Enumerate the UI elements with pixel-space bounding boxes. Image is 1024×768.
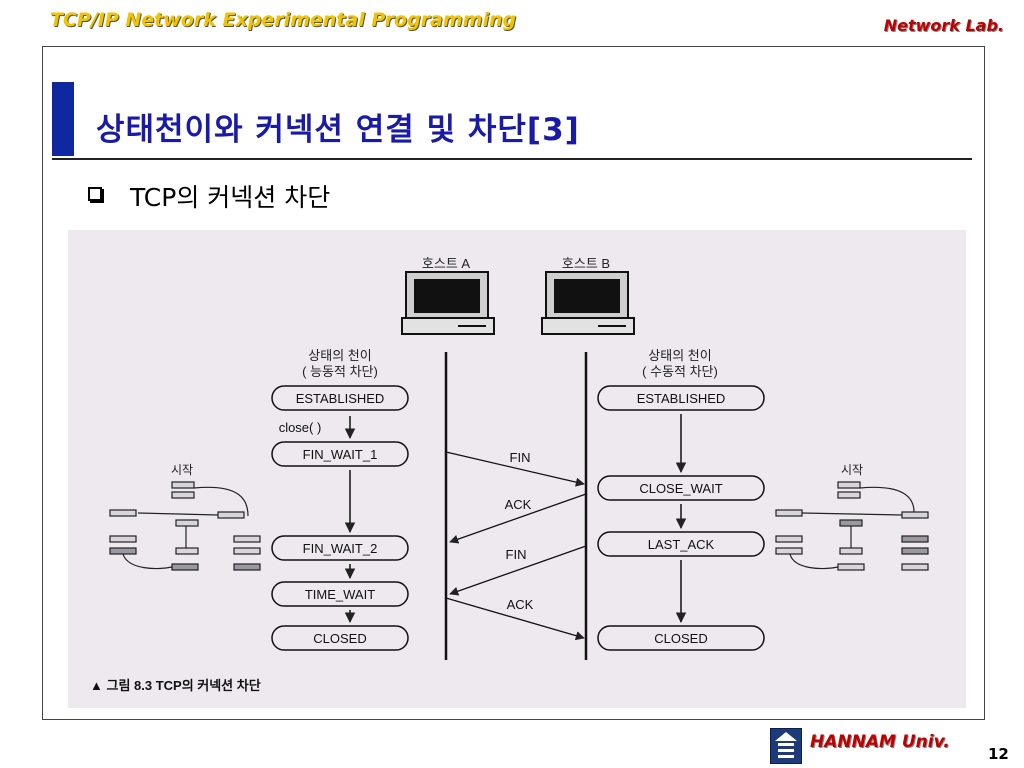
- tcp-close-figure: 호스트 A 호스트 B 상태의 천이 ( 능동적 차단) 상태의 천이 ( 수동…: [68, 230, 966, 708]
- state-a-fin-wait-2: [271, 535, 409, 561]
- host-b-computer-icon: [541, 271, 635, 335]
- msg-ack-2-label: ACK: [507, 597, 534, 612]
- host-b-label: 호스트 B: [562, 256, 610, 271]
- state-b-closed: [597, 625, 765, 651]
- state-a-established-label: ESTABLISHED: [296, 391, 385, 406]
- state-a-established: [271, 385, 409, 411]
- host-b-caption-line1: 상태의 천이: [648, 348, 711, 363]
- host-a-label: 호스트 A: [422, 256, 470, 271]
- state-a-fin-wait-1-label: FIN_WAIT_1: [303, 447, 378, 462]
- msg-ack-2-arrow: [445, 597, 585, 641]
- state-b-closed-label: CLOSED: [654, 631, 707, 646]
- university-logo: [770, 728, 802, 764]
- state-a-closed-label: CLOSED: [313, 631, 366, 646]
- right-start-label: 시작: [841, 463, 863, 477]
- close-call-label: close( ): [279, 420, 322, 435]
- state-a-fin-wait-1: [271, 441, 409, 467]
- title-underline: [52, 158, 972, 160]
- msg-fin-2-arrow: [449, 545, 587, 596]
- state-b-last-ack: [597, 531, 765, 557]
- right-mini-state-diagram: 시작: [775, 463, 929, 571]
- msg-ack-1-arrow: [449, 493, 587, 544]
- msg-ack-1-label: ACK: [505, 497, 532, 512]
- title-accent-bar: [52, 82, 74, 156]
- host-a-caption-line2: ( 능동적 차단): [302, 364, 378, 379]
- host-a-computer-icon: [401, 271, 495, 335]
- msg-fin-1-label: FIN: [510, 450, 531, 465]
- host-a-caption-line1: 상태의 천이: [308, 348, 371, 363]
- left-mini-state-diagram: 시작: [109, 463, 261, 571]
- left-start-label: 시작: [171, 463, 193, 477]
- state-b-established-label: ESTABLISHED: [637, 391, 726, 406]
- lab-name: Network Lab.: [883, 16, 1004, 35]
- state-b-close-wait: [597, 475, 765, 501]
- state-a-closed: [271, 625, 409, 651]
- state-a-time-wait-label: TIME_WAIT: [305, 587, 375, 602]
- msg-fin-1-arrow: [445, 451, 585, 487]
- bullet-square-icon: [88, 187, 102, 201]
- state-a-time-wait: [271, 581, 409, 607]
- state-b-last-ack-label: LAST_ACK: [648, 537, 715, 552]
- slide-frame: [42, 46, 985, 720]
- state-a-fin-wait-2-label: FIN_WAIT_2: [303, 541, 378, 556]
- state-b-close-wait-label: CLOSE_WAIT: [639, 481, 722, 496]
- university-name: HANNAM Univ.: [810, 732, 950, 752]
- course-title: TCP/IP Network Experimental Programming: [50, 9, 517, 31]
- msg-fin-2-label: FIN: [506, 547, 527, 562]
- bullet-text: TCP의 커넥션 차단: [130, 183, 331, 212]
- figure-caption: ▲ 그림 8.3 TCP의 커넥션 차단: [90, 678, 261, 693]
- state-b-established: [597, 385, 765, 411]
- host-b-caption-line2: ( 수동적 차단): [642, 364, 718, 379]
- slide-title: 상태천이와 커넥션 연결 및 차단[3]: [96, 112, 580, 148]
- page-number: 12: [988, 745, 1009, 763]
